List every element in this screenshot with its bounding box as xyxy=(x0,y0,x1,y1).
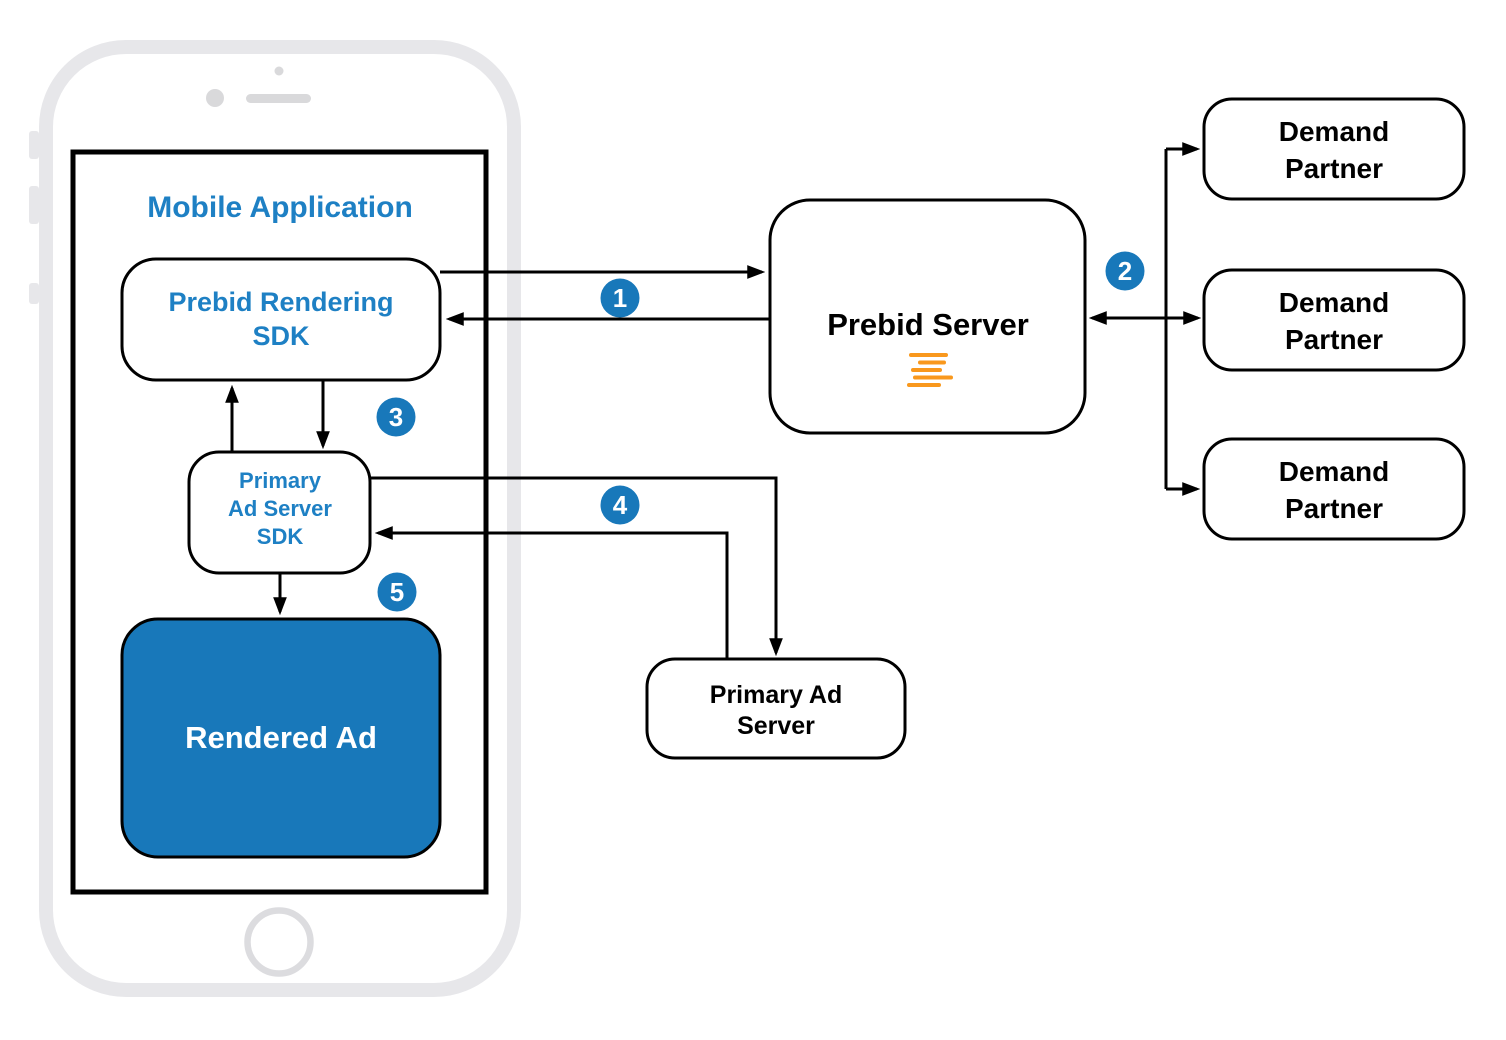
step-circle xyxy=(600,485,640,525)
step-circle xyxy=(1105,251,1145,291)
arrow-primary-sdk-to-ad-server xyxy=(370,476,783,657)
prebid-logo-bar xyxy=(918,360,946,365)
step-badge-1: 1 xyxy=(600,278,640,318)
step-badge-5: 5 xyxy=(377,572,417,612)
step-number: 5 xyxy=(390,577,404,607)
prebid-logo-bar xyxy=(911,368,942,372)
phone-volume-down-button xyxy=(29,283,39,304)
node-rendered-ad: Rendered Ad xyxy=(120,617,442,859)
phone-home-button-icon xyxy=(244,907,314,977)
step-circle xyxy=(377,572,417,612)
node-demand-partner-middle: Demand Partner xyxy=(1202,268,1466,372)
step-badges: 1 2 3 4 5 xyxy=(376,251,1145,612)
demand-partner-label-line2: Partner xyxy=(1285,493,1383,524)
demand-partner-label-line1: Demand xyxy=(1279,287,1389,318)
step-number: 4 xyxy=(613,490,628,520)
step-badge-2: 2 xyxy=(1105,251,1145,291)
step-circle xyxy=(600,278,640,318)
prebid-rendering-sdk-box xyxy=(120,257,442,382)
connectors xyxy=(225,142,1202,658)
prebid-logo-icon xyxy=(907,353,953,387)
phone-mute-switch xyxy=(29,131,39,159)
node-primary-ad-server-sdk: Primary Ad Server SDK xyxy=(187,450,372,575)
primary-ad-server-sdk-label-line2: Ad Server xyxy=(228,496,332,521)
phone-camera-icon xyxy=(206,89,224,107)
primary-ad-server-label-line2: Server xyxy=(737,712,815,740)
step-number: 2 xyxy=(1118,256,1132,286)
step-badge-3: 3 xyxy=(376,397,416,437)
phone-sensor-dot-icon xyxy=(274,66,284,76)
node-prebid-rendering-sdk: Prebid Rendering SDK xyxy=(120,257,442,382)
arrow-ad-server-to-primary-sdk xyxy=(374,526,729,658)
demand-partner-box xyxy=(1202,437,1466,541)
mobile-application-title: Mobile Application xyxy=(147,191,413,224)
node-demand-partner-top: Demand Partner xyxy=(1202,97,1466,201)
node-demand-partner-bottom: Demand Partner xyxy=(1202,437,1466,541)
demand-partner-label-line2: Partner xyxy=(1285,324,1383,355)
step-number: 1 xyxy=(613,283,627,313)
phone-volume-up-button xyxy=(29,186,39,224)
prebid-server-box xyxy=(768,198,1087,435)
step-number: 3 xyxy=(389,402,403,432)
node-prebid-server: Prebid Server xyxy=(768,198,1087,435)
prebid-logo-bar xyxy=(909,353,948,357)
node-primary-ad-server: Primary Ad Server xyxy=(645,657,907,760)
demand-partner-label-line1: Demand xyxy=(1279,116,1389,147)
rendered-ad-label: Rendered Ad xyxy=(185,720,377,755)
demand-partner-label-line1: Demand xyxy=(1279,456,1389,487)
demand-partner-label-line2: Partner xyxy=(1285,153,1383,184)
step-badge-4: 4 xyxy=(600,485,640,525)
prebid-logo-bar xyxy=(913,375,953,380)
demand-partner-box xyxy=(1202,268,1466,372)
prebid-rendering-sdk-label-line1: Prebid Rendering xyxy=(168,287,393,317)
prebid-server-label: Prebid Server xyxy=(827,307,1029,342)
primary-ad-server-label-line1: Primary Ad xyxy=(710,681,842,709)
prebid-logo-bar xyxy=(907,383,941,387)
step-circle xyxy=(376,397,416,437)
rendered-ad-box xyxy=(120,617,442,859)
primary-ad-server-sdk-label-line1: Primary xyxy=(239,468,322,493)
prebid-rendering-sdk-label-line2: SDK xyxy=(252,321,310,351)
demand-partner-box xyxy=(1202,97,1466,201)
primary-ad-server-sdk-label-line3: SDK xyxy=(257,524,304,549)
primary-ad-server-box xyxy=(645,657,907,760)
phone-speaker-icon xyxy=(246,94,311,103)
primary-ad-server-sdk-box xyxy=(187,450,372,575)
